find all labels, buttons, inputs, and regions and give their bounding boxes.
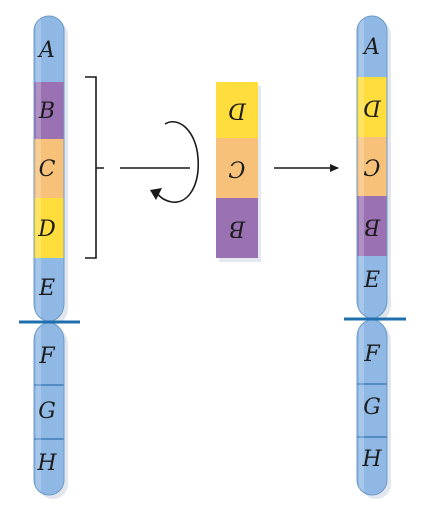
left-label-d: D: [37, 217, 56, 242]
inverted-segment: D C B: [216, 82, 261, 262]
segment-label-c: C: [228, 156, 245, 181]
right-label-e: E: [363, 268, 380, 293]
left-label-b: B: [38, 99, 55, 124]
left-band-b: [34, 82, 64, 139]
left-band-e: [34, 258, 64, 322]
right-band-a: [357, 16, 387, 77]
right-band-c: [357, 137, 387, 196]
segment-band-b: [216, 198, 258, 258]
right-upper-arm: [357, 16, 387, 319]
left-chromosome: A B C D E F G H: [19, 15, 80, 499]
right-band-b: [357, 196, 387, 256]
right-label-f: F: [363, 342, 380, 367]
left-label-a: A: [37, 38, 55, 63]
right-label-g: G: [363, 395, 381, 420]
segment-band-c: [216, 138, 258, 198]
left-upper-arm: [34, 16, 64, 322]
left-band-d: [34, 198, 64, 258]
left-label-f: F: [38, 344, 55, 369]
right-label-h: H: [361, 447, 382, 472]
right-label-c: C: [363, 154, 380, 179]
left-label-g: G: [38, 399, 56, 424]
right-band-d: [357, 77, 387, 137]
right-chromosome: A D C B E F G H: [344, 15, 406, 499]
segment-label-d: D: [228, 98, 247, 123]
rotation-arrow-icon: [155, 121, 199, 203]
left-label-h: H: [36, 451, 57, 476]
right-lower-arm: [357, 319, 387, 495]
inversion-bracket: [85, 76, 104, 259]
left-band-a: [34, 16, 64, 82]
right-label-d: D: [363, 95, 382, 120]
segment-band-d: [216, 82, 258, 138]
left-lower-arm: [34, 322, 64, 495]
rotation-symbol: [120, 121, 199, 203]
right-label-b: B: [364, 214, 381, 239]
right-band-e: [357, 256, 387, 319]
left-label-e: E: [38, 276, 55, 301]
segment-label-b: B: [229, 216, 246, 241]
left-label-c: C: [39, 157, 56, 182]
right-label-a: A: [362, 35, 380, 60]
left-band-c: [34, 139, 64, 198]
